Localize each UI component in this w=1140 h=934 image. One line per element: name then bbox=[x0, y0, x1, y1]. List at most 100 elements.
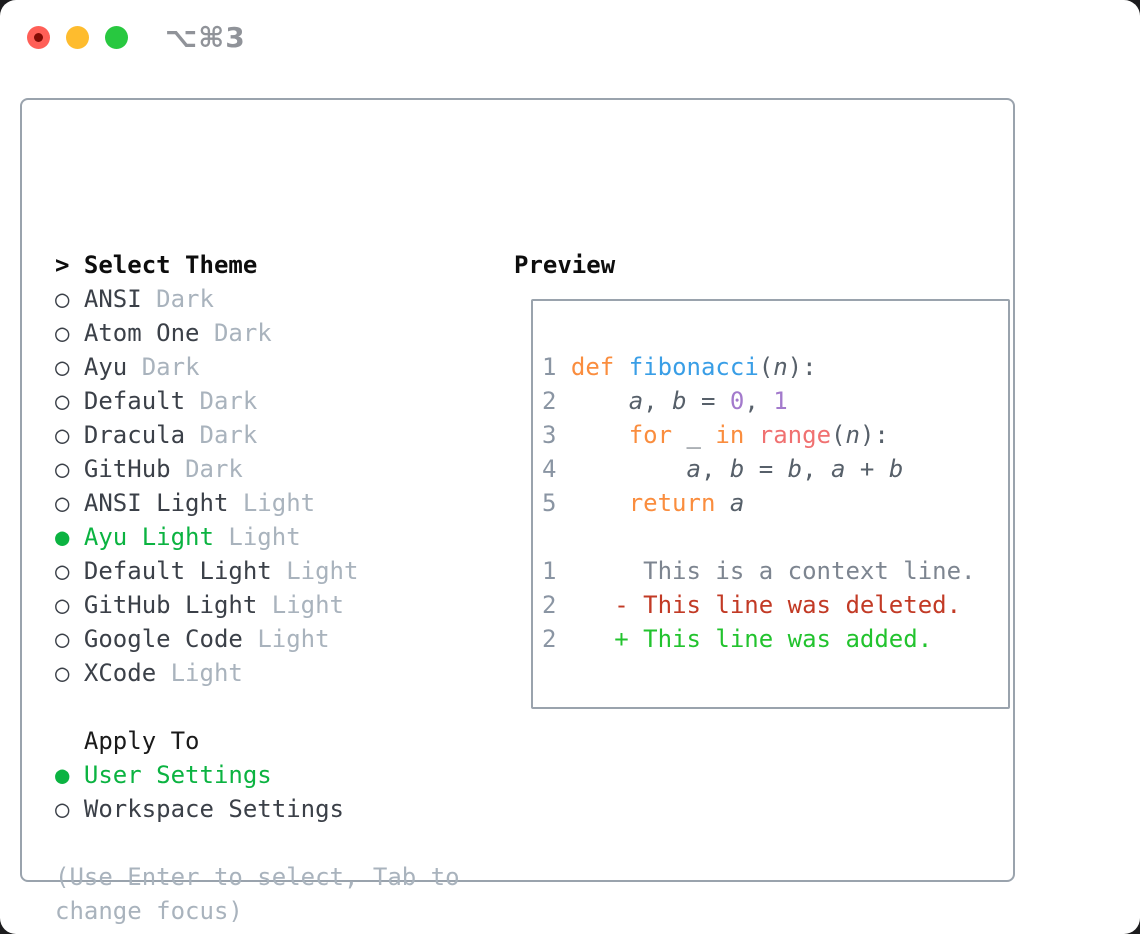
code-line-5: 5 return a bbox=[542, 486, 976, 520]
code-token: b bbox=[672, 387, 687, 415]
theme-option-github-light-light[interactable]: ○ GitHub Light Light bbox=[55, 588, 460, 622]
code-token bbox=[614, 353, 628, 381]
radio-icon: ○ bbox=[55, 319, 70, 347]
code-token bbox=[744, 421, 758, 449]
code-token: ): bbox=[859, 421, 889, 449]
code-line-3: 3 for _ in range(n): bbox=[542, 418, 976, 452]
zoom-button[interactable] bbox=[105, 26, 128, 49]
theme-dialog-panel: > Select Theme○ ANSI Dark○ Atom One Dark… bbox=[20, 98, 1015, 925]
apply-to-label: Apply To bbox=[83, 727, 200, 755]
theme-option-xcode-light[interactable]: ○ XCode Light bbox=[55, 656, 460, 690]
theme-option-google-code-light[interactable]: ○ Google Code Light bbox=[55, 622, 460, 656]
code-token bbox=[571, 557, 643, 585]
preview-header: Preview bbox=[514, 251, 616, 279]
code-token: 1 bbox=[773, 387, 788, 415]
apply-option-user-settings[interactable]: ● User Settings bbox=[55, 761, 272, 789]
radio-icon: ● bbox=[55, 523, 70, 551]
code-line-9: 2 + This line was added. bbox=[542, 622, 976, 656]
code-token: a bbox=[729, 489, 745, 517]
theme-variant: Light bbox=[271, 591, 344, 619]
theme-variant: Light bbox=[286, 557, 359, 585]
theme-option-ayu-light-light[interactable]: ● Ayu Light Light bbox=[55, 520, 460, 554]
code-token bbox=[715, 489, 729, 517]
line-number: 5 bbox=[542, 489, 557, 517]
radio-icon: ○ bbox=[55, 455, 70, 483]
theme-name: XCode bbox=[83, 659, 157, 687]
code-token: a bbox=[686, 455, 701, 483]
theme-option-atom-one-dark[interactable]: ○ Atom One Dark bbox=[55, 316, 460, 350]
unsaved-dot-icon bbox=[34, 33, 43, 42]
code-token: b bbox=[787, 455, 803, 483]
code-token: n bbox=[845, 421, 860, 449]
code-line-6 bbox=[542, 520, 976, 554]
theme-name: ANSI bbox=[83, 285, 142, 313]
theme-variant: Dark bbox=[199, 421, 258, 449]
theme-variant: Dark bbox=[199, 387, 258, 415]
theme-variant: Light bbox=[242, 489, 316, 517]
code-token: = bbox=[686, 387, 730, 415]
code-token: ( bbox=[831, 421, 846, 449]
code-token bbox=[571, 421, 629, 449]
code-line-4: 4 a, b = b, a + b bbox=[542, 452, 976, 486]
minimize-button[interactable] bbox=[66, 26, 89, 49]
radio-icon: ○ bbox=[55, 625, 70, 653]
theme-option-default-light-light[interactable]: ○ Default Light Light bbox=[55, 554, 460, 588]
line-number: 2 bbox=[542, 591, 557, 619]
theme-variant: Light bbox=[257, 625, 330, 653]
theme-name: GitHub Light bbox=[83, 591, 258, 619]
theme-option-github-dark[interactable]: ○ GitHub Dark bbox=[55, 452, 460, 486]
theme-option-ansi-dark[interactable]: ○ ANSI Dark bbox=[55, 282, 460, 316]
theme-variant: Dark bbox=[156, 285, 214, 313]
code-token: + bbox=[845, 455, 889, 483]
code-token bbox=[571, 625, 614, 653]
theme-variant: Light bbox=[228, 523, 301, 551]
code-token: , bbox=[643, 387, 673, 415]
line-number: 2 bbox=[542, 387, 557, 415]
theme-variant: Dark bbox=[213, 319, 272, 347]
code-token: in bbox=[715, 421, 745, 449]
spacer-row bbox=[55, 690, 460, 724]
theme-option-ansi-light-light[interactable]: ○ ANSI Light Light bbox=[55, 486, 460, 520]
code-token bbox=[571, 591, 614, 619]
theme-variant: Dark bbox=[141, 353, 200, 381]
window-title: ⌥⌘3 bbox=[165, 21, 246, 54]
theme-name: Google Code bbox=[83, 625, 243, 653]
code-token: , bbox=[700, 455, 730, 483]
radio-icon: ○ bbox=[55, 421, 70, 449]
code-token: + This line was added. bbox=[614, 625, 933, 653]
hint-line-2: change focus) bbox=[55, 897, 243, 925]
theme-name: Atom One bbox=[83, 319, 200, 347]
theme-option-dracula-dark[interactable]: ○ Dracula Dark bbox=[55, 418, 460, 452]
radio-icon: ● bbox=[55, 761, 70, 789]
radio-icon: ○ bbox=[55, 353, 70, 381]
radio-icon: ○ bbox=[55, 387, 70, 415]
theme-variant: Light bbox=[170, 659, 243, 687]
close-button[interactable] bbox=[27, 26, 50, 49]
theme-name: Dracula bbox=[83, 421, 186, 449]
code-token: n bbox=[773, 353, 788, 381]
code-token: , bbox=[802, 455, 832, 483]
code-token: return bbox=[628, 489, 716, 517]
line-number: 1 bbox=[542, 353, 557, 381]
theme-name: ANSI Light bbox=[83, 489, 229, 517]
theme-option-ayu-dark[interactable]: ○ Ayu Dark bbox=[55, 350, 460, 384]
select-theme-header: > Select Theme bbox=[55, 248, 460, 282]
code-token: a bbox=[628, 387, 644, 415]
code-token: b bbox=[729, 455, 745, 483]
theme-name: Ayu bbox=[83, 353, 128, 381]
apply-to-header: Apply To bbox=[55, 724, 460, 758]
code-token: a bbox=[831, 455, 846, 483]
apply-option-workspace-settings[interactable]: ○ Workspace Settings bbox=[55, 795, 344, 823]
code-token: 0 bbox=[729, 387, 745, 415]
radio-icon: ○ bbox=[55, 591, 70, 619]
line-number: 2 bbox=[542, 625, 557, 653]
theme-name: Default Light bbox=[83, 557, 272, 585]
code-token: This is a context line. bbox=[643, 557, 976, 585]
radio-icon: ○ bbox=[55, 795, 70, 823]
theme-option-default-dark[interactable]: ○ Default Dark bbox=[55, 384, 460, 418]
code-token: ( bbox=[758, 353, 774, 381]
radio-icon: ○ bbox=[55, 557, 70, 585]
